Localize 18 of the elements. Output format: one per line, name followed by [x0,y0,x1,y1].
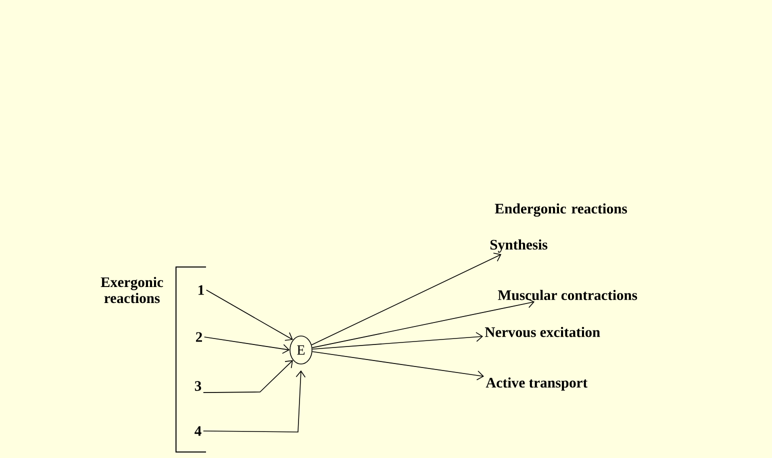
arrow [202,370,306,432]
process-label: Synthesis [490,239,548,253]
reaction-number: 1 [198,285,204,295]
process-label: Muscular contractions [498,290,638,300]
process-label: Active transport [486,377,588,391]
reaction-number: 3 [194,381,202,391]
arrow [206,290,293,341]
arrow [202,360,293,393]
reaction-number: 4 [194,426,202,436]
arrow [204,336,290,354]
group-label: Exergonic reactions [100,276,164,304]
arrow [312,298,535,348]
reaction-number: 2 [196,332,202,342]
group-label: Endergonic reactions [494,203,627,217]
arrow [311,252,502,346]
process-label: Nervous excitation [484,326,600,338]
arrow [312,332,483,350]
arrow [312,351,484,380]
